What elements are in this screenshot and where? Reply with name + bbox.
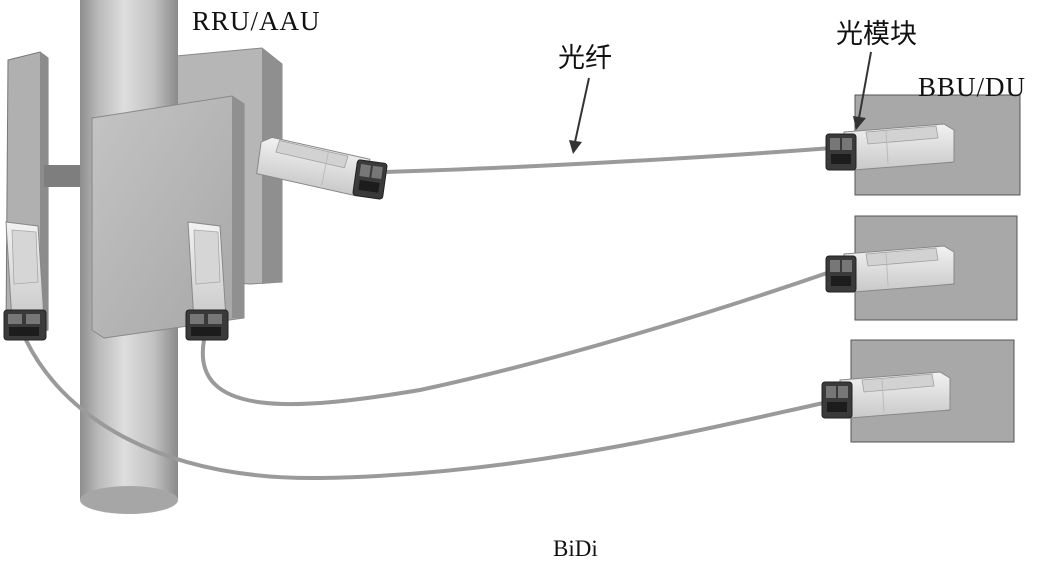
optical-module-bbu-2 xyxy=(825,245,955,293)
fiber-cable-2 xyxy=(200,270,832,407)
rru-aau-label: RRU/AAU xyxy=(192,6,321,36)
optical-module-bbu-1 xyxy=(825,123,955,171)
bbu-du-label: BBU/DU xyxy=(918,72,1027,102)
figure-caption: BiDi xyxy=(553,536,598,561)
optical-module-bbu-3 xyxy=(821,371,951,419)
fiber-label: 光纤 xyxy=(558,43,612,73)
pole-base xyxy=(80,486,178,514)
fiber-cable-3 xyxy=(24,338,830,481)
fiber-pointer-arrow xyxy=(574,77,590,143)
optical-module-label: 光模块 xyxy=(836,19,917,49)
module-pointer-arrow xyxy=(858,51,872,119)
fiber-cable-1 xyxy=(383,146,834,174)
